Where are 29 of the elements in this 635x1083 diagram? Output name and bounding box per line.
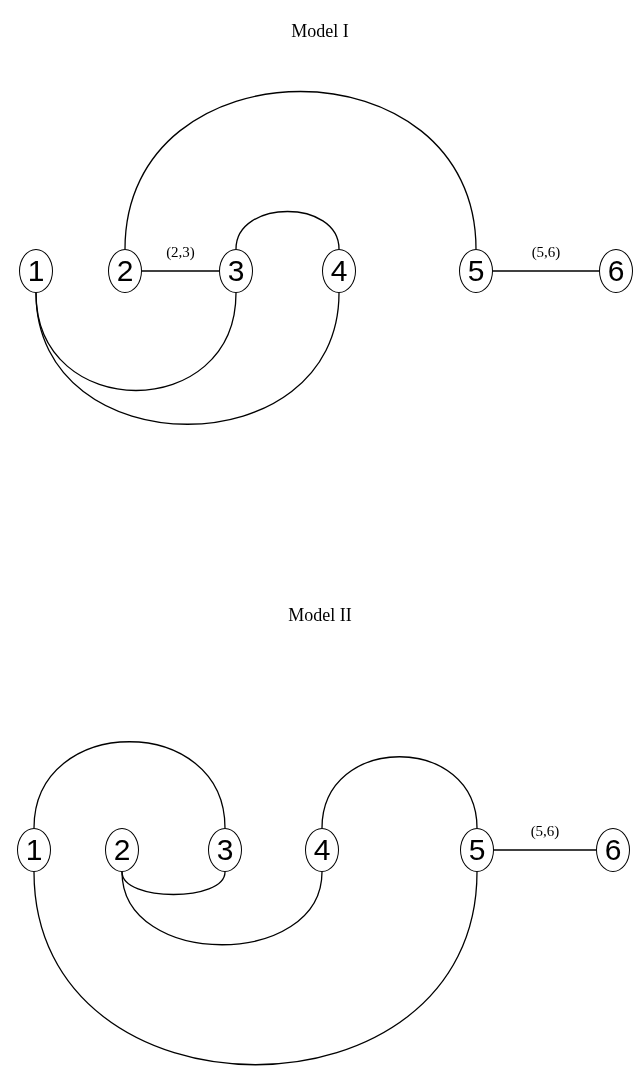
node-circle: 1	[17, 828, 51, 872]
node-circle: 2	[105, 828, 139, 872]
node-circle: 2	[108, 249, 142, 293]
edge-label: (5,6)	[529, 245, 563, 260]
model-title: Model I	[291, 20, 349, 43]
connector-line	[35, 292, 237, 392]
connector-line	[141, 270, 220, 272]
connector-line	[321, 756, 478, 829]
connector-line	[121, 871, 323, 946]
connector-line	[121, 871, 226, 896]
connector-line	[33, 741, 226, 829]
node-circle: 4	[322, 249, 356, 293]
node-circle: 1	[19, 249, 53, 293]
edge-label: (2,3)	[164, 245, 197, 260]
node-circle: 3	[219, 249, 253, 293]
node-circle: 5	[459, 249, 493, 293]
node-circle: 4	[305, 828, 339, 872]
connector-line	[35, 292, 340, 425]
model-title: Model II	[288, 604, 352, 627]
node-circle: 6	[599, 249, 633, 293]
node-circle: 3	[208, 828, 242, 872]
connector-line	[492, 270, 600, 272]
node-circle: 6	[596, 828, 630, 872]
connector-line	[33, 871, 478, 1066]
node-circle: 5	[460, 828, 494, 872]
edge-label: (5,6)	[528, 824, 562, 839]
connector-line	[235, 210, 340, 250]
connector-line	[124, 90, 477, 250]
connector-line	[493, 849, 597, 851]
